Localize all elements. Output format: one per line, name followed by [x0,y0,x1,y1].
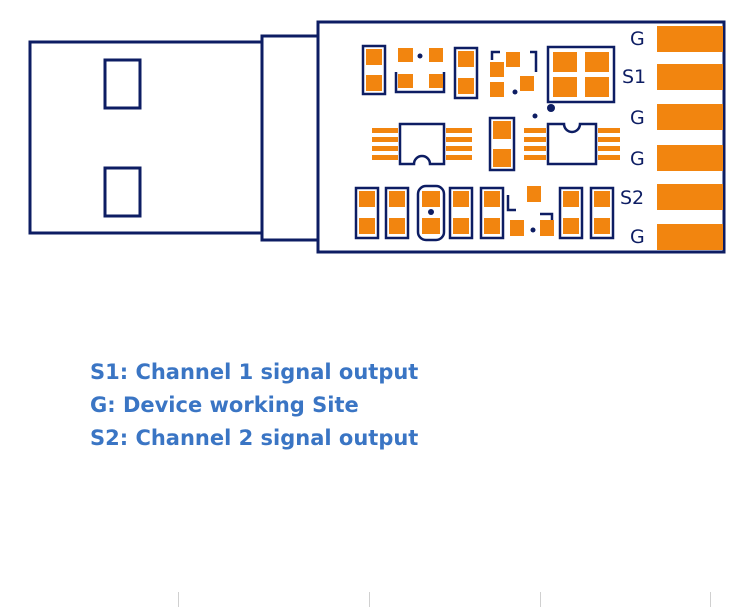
resistor-r2 [384,186,410,240]
resistor-r5 [479,186,505,240]
components-row-3 [354,184,615,242]
bottom-divider [540,592,541,607]
pin-label-g4: G [630,226,645,248]
pin-label-s2: S2 [620,187,644,209]
bottom-divider [369,592,370,607]
component-c1 [361,44,387,96]
resistor-r1 [354,186,380,240]
component-c2 [394,48,446,94]
contact-pad-g3 [657,145,723,171]
usb-plug [28,40,262,235]
component-c6 [488,116,516,172]
contact-pad-g2 [657,104,723,130]
resistor-r4 [448,186,474,240]
usb-pcb-diagram: G S1 G G S2 G [28,20,726,254]
chip-u2 [524,113,620,166]
chip-u1 [372,122,472,166]
edge-contacts [657,26,723,250]
usb-window-top [103,58,142,110]
pin-label-s1: S1 [622,66,646,88]
pin-label-g3: G [630,148,645,170]
bottom-divider [178,592,179,607]
board-outline [260,20,726,254]
components-row-1 [361,44,616,112]
pin-legend: S1: Channel 1 signal output G: Device wo… [90,356,418,455]
legend-g: G: Device working Site [90,393,359,417]
resistor-r7 [589,186,615,240]
contact-pad-g4 [657,224,723,250]
component-c3 [453,46,479,100]
resistor-r6 [558,186,584,240]
component-c7 [506,186,554,236]
contact-pad-g1 [657,26,723,52]
legend-s2: S2: Channel 2 signal output [90,426,419,450]
resistor-r3 [416,184,446,242]
components-row-2 [372,113,620,172]
pin-label-g2: G [630,107,645,129]
component-c4 [490,50,538,97]
bottom-divider [710,592,711,607]
usb-window-bottom [103,166,142,218]
legend-s1: S1: Channel 1 signal output [90,360,419,384]
pin-label-g1: G [630,28,645,50]
contact-pad-s1 [657,64,723,90]
component-c5 [546,45,616,112]
contact-pad-s2 [657,184,723,210]
